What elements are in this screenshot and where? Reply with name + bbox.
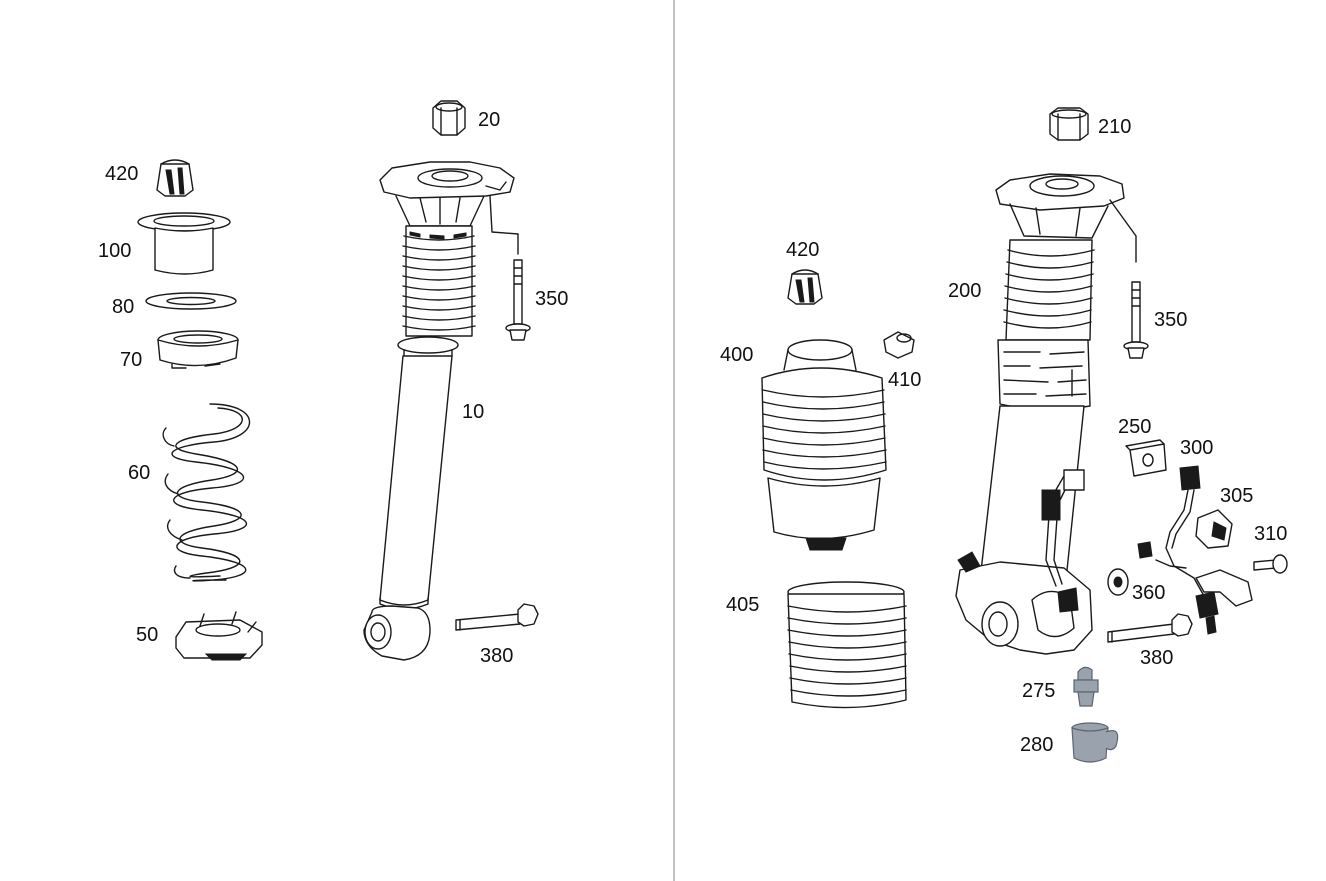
lower-spring-seat-50[interactable] xyxy=(175,611,263,661)
nut-210[interactable] xyxy=(1049,107,1089,141)
wiring-harness-300[interactable] xyxy=(1137,465,1253,635)
nut-20[interactable] xyxy=(432,100,466,136)
stud-350-right[interactable] xyxy=(1123,281,1149,359)
cap-280[interactable] xyxy=(1071,722,1119,763)
part-label-100: 100 xyxy=(98,240,131,262)
bellows-boot-405[interactable] xyxy=(787,581,907,709)
spring-seat-cup-100[interactable] xyxy=(137,212,231,275)
coil-spring-60[interactable] xyxy=(162,403,251,582)
clip-420-right[interactable] xyxy=(787,269,823,305)
part-label-420-right: 420 xyxy=(786,239,819,261)
stud-350-left[interactable] xyxy=(505,259,531,341)
part-label-200: 200 xyxy=(948,280,981,302)
air-strut-200[interactable] xyxy=(955,173,1137,655)
part-label-305: 305 xyxy=(1220,485,1253,507)
bolt-380-left[interactable] xyxy=(455,603,539,631)
part-label-80: 80 xyxy=(112,296,134,318)
part-label-275: 275 xyxy=(1022,680,1055,702)
part-label-60: 60 xyxy=(128,462,150,484)
grommet-360[interactable] xyxy=(1107,568,1129,596)
part-label-50: 50 xyxy=(136,624,158,646)
shock-absorber-10[interactable] xyxy=(363,161,519,661)
part-label-300: 300 xyxy=(1180,437,1213,459)
part-label-420-left: 420 xyxy=(105,163,138,185)
bolt-380-right[interactable] xyxy=(1107,613,1193,643)
part-label-210: 210 xyxy=(1098,116,1131,138)
air-spring-400[interactable] xyxy=(761,339,887,551)
part-label-380-left: 380 xyxy=(480,645,513,667)
right-panel: 210 420 xyxy=(720,107,1288,763)
part-label-405: 405 xyxy=(726,594,759,616)
part-label-400: 400 xyxy=(720,344,753,366)
part-label-20: 20 xyxy=(478,109,500,131)
holder-305[interactable] xyxy=(1195,509,1233,549)
spring-pad-70[interactable] xyxy=(157,330,239,369)
valve-410[interactable] xyxy=(883,331,915,359)
fitting-275[interactable] xyxy=(1073,666,1099,707)
left-panel: 420 100 80 70 60 xyxy=(98,100,568,667)
part-label-70: 70 xyxy=(120,349,142,371)
part-label-10: 10 xyxy=(462,401,484,423)
part-label-360: 360 xyxy=(1132,582,1165,604)
washer-80[interactable] xyxy=(145,292,237,310)
bracket-250[interactable] xyxy=(1125,439,1167,477)
screw-310[interactable] xyxy=(1253,554,1288,574)
clip-420-left[interactable] xyxy=(156,159,194,197)
part-label-250: 250 xyxy=(1118,416,1151,438)
part-label-350-left: 350 xyxy=(535,288,568,310)
part-label-280: 280 xyxy=(1020,734,1053,756)
part-label-380-right: 380 xyxy=(1140,647,1173,669)
part-label-410: 410 xyxy=(888,369,921,391)
part-label-350-right: 350 xyxy=(1154,309,1187,331)
part-label-310: 310 xyxy=(1254,523,1287,545)
